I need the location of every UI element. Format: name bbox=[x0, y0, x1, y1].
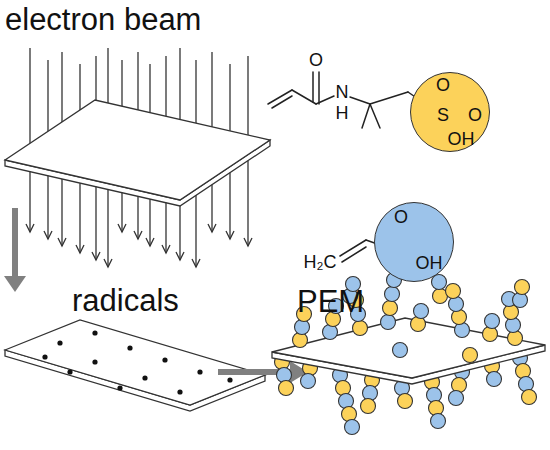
monomer-bead bbox=[345, 420, 360, 435]
beam-arrowhead bbox=[118, 224, 126, 232]
monomer-bead bbox=[519, 377, 534, 392]
atom-label: O bbox=[309, 51, 323, 69]
beam-arrowhead bbox=[192, 259, 200, 267]
monomer-bead bbox=[339, 394, 354, 409]
step-label: PEM bbox=[297, 286, 364, 317]
atom-label: H₂C bbox=[304, 253, 337, 271]
beam-arrowhead bbox=[244, 238, 252, 246]
monomer-bead bbox=[336, 381, 351, 396]
beam-line bbox=[121, 193, 122, 232]
beam-arrowhead bbox=[104, 259, 112, 267]
monomer-bead bbox=[515, 280, 530, 295]
monomer-bead bbox=[342, 407, 357, 422]
monomer-bead bbox=[385, 287, 400, 302]
beam-line bbox=[61, 179, 62, 246]
beam-arrowhead bbox=[176, 252, 184, 260]
beam-line bbox=[165, 203, 166, 253]
monomer-bead bbox=[414, 304, 429, 319]
beam-arrowhead bbox=[226, 231, 234, 239]
beam-line bbox=[107, 190, 108, 267]
beam-line bbox=[149, 199, 150, 246]
down-arrow bbox=[4, 208, 26, 292]
radical-plate bbox=[5, 320, 265, 405]
monomer-bead bbox=[452, 378, 467, 393]
beam-line bbox=[29, 48, 30, 150]
beam-arrowhead bbox=[134, 231, 142, 239]
atom-label: OH bbox=[416, 254, 443, 272]
beam-line bbox=[47, 176, 48, 239]
beam-line bbox=[195, 195, 196, 267]
monomer-bead bbox=[463, 348, 478, 363]
monomer-bead bbox=[449, 391, 464, 406]
beam-line bbox=[179, 206, 180, 260]
functional-group-circle: O OH bbox=[374, 202, 454, 282]
atom-label: O bbox=[394, 208, 408, 226]
monomer-bead bbox=[446, 284, 461, 299]
step-label: radicals bbox=[72, 285, 179, 316]
beam-arrowhead bbox=[76, 245, 84, 253]
monomer-bead bbox=[487, 372, 502, 387]
monomer-bead bbox=[522, 390, 537, 405]
monomer-bead bbox=[361, 399, 376, 414]
monomer-bead bbox=[323, 325, 338, 340]
monomer-bead bbox=[393, 343, 408, 358]
step-label: electron beam bbox=[5, 4, 201, 35]
monomer-bead bbox=[516, 364, 531, 379]
right-arrow bbox=[218, 361, 308, 383]
monomer-bead bbox=[398, 394, 413, 409]
beam-line bbox=[229, 173, 230, 239]
atom-label: O bbox=[436, 76, 450, 94]
pem-plate bbox=[272, 318, 545, 378]
beam-arrowhead bbox=[58, 238, 66, 246]
atom-label: O bbox=[468, 106, 482, 124]
beam-line bbox=[79, 183, 80, 253]
monomer-bead bbox=[452, 310, 467, 325]
monomer-bead bbox=[449, 297, 464, 312]
monomer-bead bbox=[383, 301, 398, 316]
beam-line bbox=[29, 172, 30, 232]
monomer-bead bbox=[455, 323, 470, 338]
beam-arrowhead bbox=[146, 238, 154, 246]
monomer-bead bbox=[411, 317, 426, 332]
monomer-bead bbox=[431, 414, 446, 429]
monomer-bead bbox=[381, 315, 396, 330]
beam-line bbox=[247, 56, 248, 147]
beam-line bbox=[211, 185, 212, 232]
beam-arrowhead bbox=[208, 224, 216, 232]
radical-dots bbox=[42, 330, 232, 394]
beam-line bbox=[247, 161, 248, 246]
monomer-bead bbox=[353, 321, 368, 336]
atom-label: H bbox=[336, 104, 349, 122]
monomer-bead bbox=[279, 381, 294, 396]
beam-arrowhead bbox=[26, 224, 34, 232]
monomer-bead bbox=[301, 374, 316, 389]
beam-arrowhead bbox=[162, 245, 170, 253]
beam-arrowhead bbox=[92, 252, 100, 260]
beam-arrowhead bbox=[44, 231, 52, 239]
beam-line bbox=[137, 196, 138, 239]
atom-label: OH bbox=[448, 130, 475, 148]
atom-label: S bbox=[437, 106, 449, 124]
atom-label: N bbox=[336, 83, 349, 101]
monomer-bead bbox=[485, 314, 500, 329]
functional-group-circle: OSOOH bbox=[410, 72, 490, 152]
beam-line bbox=[95, 187, 96, 260]
